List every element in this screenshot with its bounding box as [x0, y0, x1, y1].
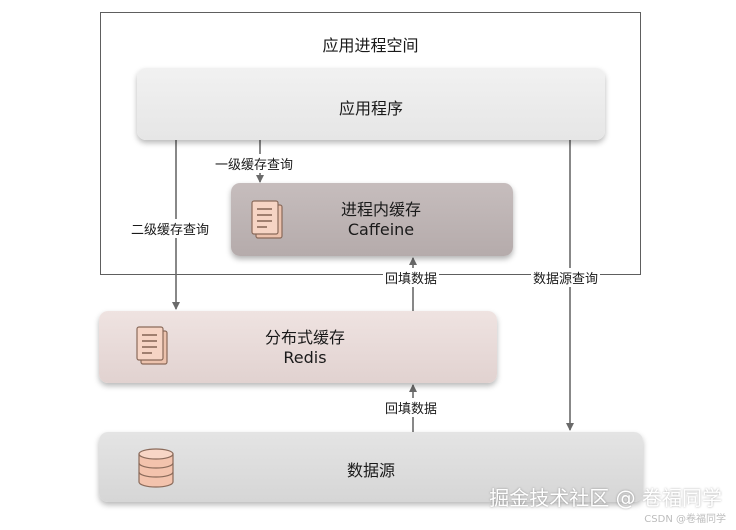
redis-cache-name: 分布式缓存 — [264, 328, 345, 347]
local-cache-name: 进程内缓存 — [340, 200, 421, 219]
application-box — [137, 68, 605, 140]
backfill-redis-label: 回填数据 — [383, 398, 440, 417]
application-label: 应用程序 — [338, 99, 403, 118]
local-cache-label: 进程内缓存 Caffeine — [231, 200, 531, 240]
datasource-box — [99, 432, 643, 502]
backfill-local-label: 回填数据 — [383, 268, 440, 287]
database-icon — [138, 448, 174, 488]
redis-cache-label: 分布式缓存 Redis — [155, 328, 455, 368]
local-cache-tech: Caffeine — [347, 220, 415, 239]
watermark-text: 掘金技术社区 @ 卷福同学 — [489, 486, 722, 510]
csdn-watermark: CSDN @卷福同学 — [644, 514, 726, 525]
document-icon — [136, 326, 168, 365]
redis-cache-tech: Redis — [283, 348, 327, 367]
datasource-label: 数据源 — [346, 461, 395, 480]
process-space-title: 应用进程空间 — [322, 36, 419, 55]
ds-query-label: 数据源查询 — [531, 268, 601, 287]
l1-query-label: 一级缓存查询 — [213, 154, 296, 173]
document-icon — [251, 200, 283, 239]
process-space-frame — [100, 12, 641, 275]
l2-query-label: 二级缓存查询 — [129, 219, 212, 238]
